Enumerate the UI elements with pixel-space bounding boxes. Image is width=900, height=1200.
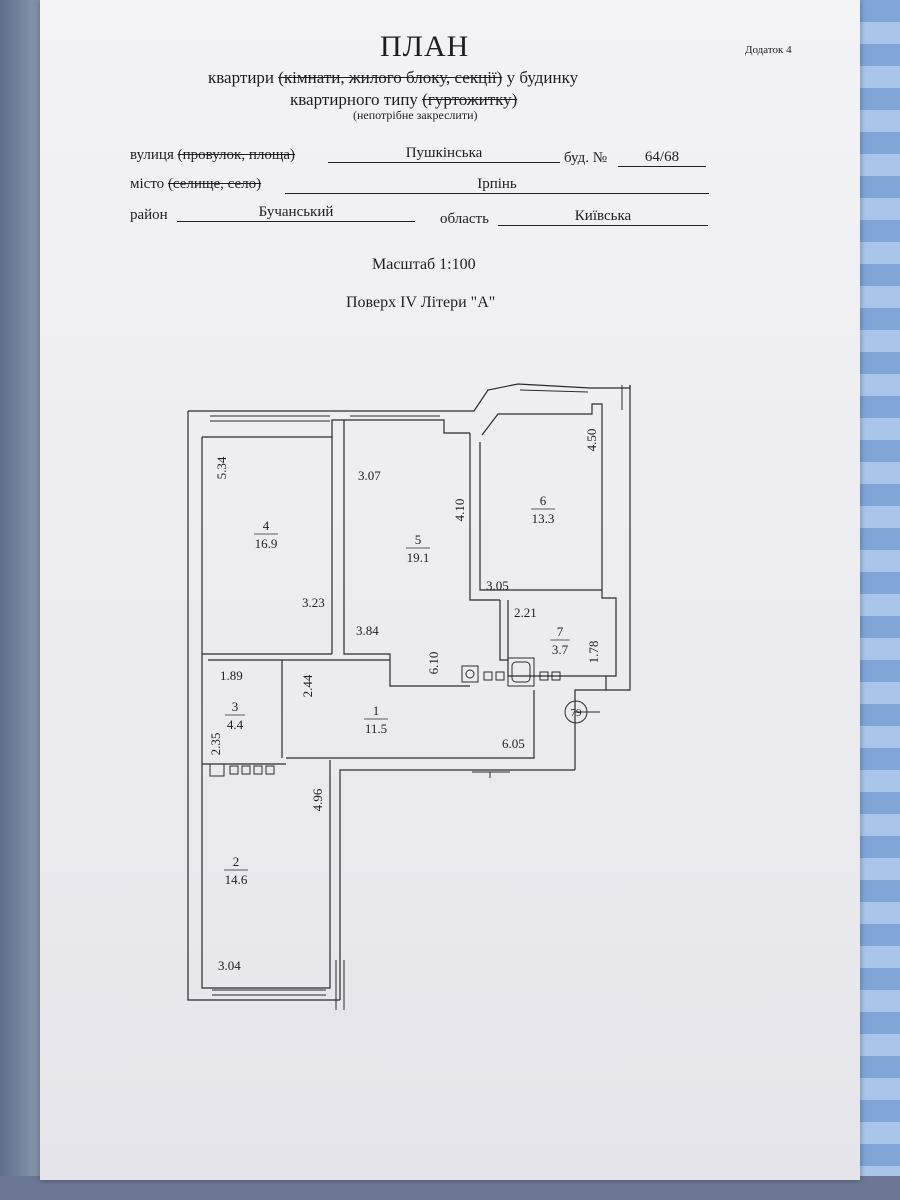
- partition-7-corridor: [499, 600, 508, 661]
- outer-wall-bottom-step: [339, 769, 575, 1000]
- street-label-text: вулиця: [130, 147, 178, 163]
- room-2-number: 2: [233, 854, 240, 869]
- street-label: вулиця (провулок, площа): [130, 147, 295, 164]
- apartment-number: 79: [571, 707, 583, 719]
- floor-label: Поверх IV Літери "А": [346, 294, 496, 311]
- room-7-number: 7: [557, 624, 564, 639]
- district-label: район: [130, 207, 168, 223]
- room-5-number: 5: [415, 532, 422, 547]
- dimension-labels: 5.34 3.23 3.07 3.84 4.10 6.10 4.50 3.05 …: [208, 429, 601, 973]
- region-value: Київська: [498, 208, 708, 226]
- inner-wall-right: [481, 403, 617, 690]
- street-label-struck: (провулок, площа): [177, 147, 296, 163]
- street-value: Пушкінська: [328, 145, 560, 163]
- header-line-2-struck: (гуртожитку): [422, 90, 518, 109]
- room-7-area: 3.7: [552, 642, 569, 657]
- room-4-label: 4 16.9: [254, 518, 278, 551]
- scale-label: Масштаб 1:100: [372, 256, 476, 273]
- floor-plan: 4 16.9 5 19.1 6 13.3 7 3.7 3: [187, 383, 631, 1010]
- dim-room5-top: 3.07: [358, 468, 381, 483]
- header-line-1-end: у будинку: [502, 68, 579, 87]
- district-value: Бучанський: [177, 204, 415, 222]
- dim-room6-width: 3.05: [486, 578, 509, 593]
- room-5-label: 5 19.1: [406, 532, 430, 565]
- dim-room7-width: 2.21: [514, 605, 537, 620]
- inner-wall-top-left: [202, 419, 470, 438]
- document-sheet: ПЛАН Додаток 4 квартири (кімнати, жилого…: [40, 0, 860, 1180]
- dim-corridor-width: 6.05: [502, 736, 525, 751]
- room-6-label: 6 13.3: [531, 493, 555, 526]
- background-left: [0, 0, 40, 1200]
- header-line-1-struck: (кімнати, жилого блоку, секції): [278, 68, 503, 87]
- room-2-area: 14.6: [225, 872, 248, 887]
- partition-5-corridor: [343, 420, 470, 687]
- plan-walls: [187, 383, 631, 1001]
- dim-corridor-height: 2.44: [300, 674, 315, 697]
- header-line-1: квартири (кімнати, жилого блоку, секції)…: [208, 68, 578, 88]
- apartment-number-marker: 79: [564, 700, 588, 724]
- room-6-number: 6: [540, 493, 547, 508]
- region-label: область: [440, 211, 489, 227]
- outer-wall-right: [574, 385, 631, 770]
- partition-5-6: [469, 433, 500, 601]
- partition-6-7: [479, 442, 602, 591]
- city-label: місто (селище, село): [130, 176, 261, 193]
- room-5-area: 19.1: [407, 550, 430, 565]
- outer-wall-left: [187, 411, 340, 1001]
- dim-room7-height: 1.78: [586, 641, 601, 664]
- inner-wall-left: [201, 437, 331, 989]
- room-4-number: 4: [263, 518, 270, 533]
- building-label: буд. №: [564, 150, 608, 166]
- city-value: Ірпінь: [285, 176, 709, 194]
- room-1-number: 1: [373, 703, 380, 718]
- room-labels: 4 16.9 5 19.1 6 13.3 7 3.7 3: [224, 493, 570, 887]
- corridor-bottom-wall: [286, 690, 535, 759]
- dim-room6-height: 4.50: [584, 429, 599, 452]
- room-7-label: 7 3.7: [550, 624, 570, 657]
- dim-room4-width: 3.23: [302, 595, 325, 610]
- outer-wall-top: [188, 383, 631, 412]
- dim-room4-height: 5.34: [214, 456, 229, 479]
- strike-note: (непотрібне закреслити): [353, 108, 478, 122]
- city-label-text: місто: [130, 176, 168, 192]
- room-6-area: 13.3: [532, 511, 555, 526]
- room-2-label: 2 14.6: [224, 854, 248, 887]
- building-value: 64/68: [618, 149, 706, 167]
- room-3-number: 3: [232, 699, 239, 714]
- header-line-2-start: квартирного типу: [290, 90, 423, 109]
- dim-room2-height: 4.96: [310, 788, 325, 811]
- background-bottom: [0, 1176, 900, 1200]
- dim-room3-width: 1.89: [220, 668, 243, 683]
- dim-room5-width: 3.84: [356, 623, 379, 638]
- city-label-struck: (селище, село): [167, 176, 262, 192]
- appendix-label: Додаток 4: [745, 44, 792, 56]
- windows: [210, 389, 589, 996]
- header-line-1-start: квартири: [208, 68, 279, 87]
- dim-room5-lower: 6.10: [426, 652, 441, 675]
- room-1-label: 1 11.5: [364, 703, 388, 736]
- room-3-area: 4.4: [227, 717, 244, 732]
- dim-room2-width: 3.04: [218, 958, 241, 973]
- room-1-area: 11.5: [365, 721, 387, 736]
- room-3-label: 3 4.4: [225, 699, 245, 732]
- dim-room5-height: 4.10: [452, 499, 467, 522]
- header-line-2: квартирного типу (гуртожитку): [290, 90, 517, 110]
- document-title: ПЛАН: [380, 30, 470, 63]
- room-4-area: 16.9: [255, 536, 278, 551]
- fixtures: [209, 385, 623, 1010]
- dim-room3-height: 2.35: [208, 733, 223, 756]
